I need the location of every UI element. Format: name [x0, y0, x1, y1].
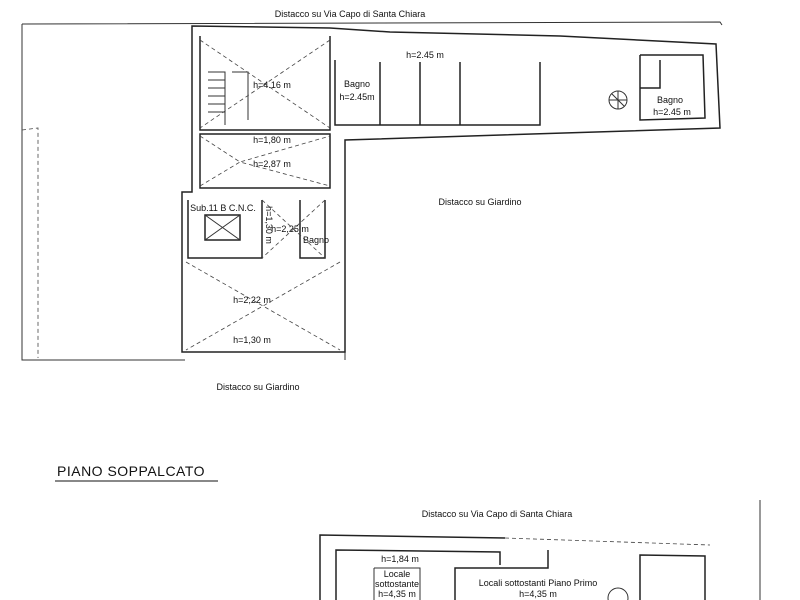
- corridor-height: h=2.45 m: [406, 50, 444, 60]
- locali-label: Locali sottostanti Piano Primo: [479, 578, 598, 588]
- bath1-height: h=2.45m: [339, 92, 374, 102]
- main-room-height: h=2,22 m: [233, 295, 271, 305]
- street-label-top: Distacco su Via Capo di Santa Chiara: [275, 9, 425, 19]
- section-title: PIANO SOPPALCATO: [57, 463, 205, 479]
- bath2-height: h=2.45 m: [653, 107, 691, 117]
- site-boundary: [21, 21, 723, 361]
- garden-label-bottom: Distacco su Giardino: [216, 382, 299, 392]
- ceiling-diagonals: [185, 39, 341, 351]
- locale-line1: Locale: [384, 569, 411, 579]
- sub-label: Sub.11 B C.N.C.: [190, 203, 256, 213]
- stair-room-height: h=4.16 m: [253, 80, 291, 90]
- main-room-low-height: h=1,30 m: [233, 335, 271, 345]
- top-plan-walls: [181, 25, 721, 353]
- room2-height: h=2,87 m: [253, 159, 291, 169]
- stair-height: h=1,30 m: [264, 206, 274, 244]
- bath2-label: Bagno: [657, 95, 683, 105]
- bath1-label: Bagno: [344, 79, 370, 89]
- garden-label-right: Distacco su Giardino: [438, 197, 521, 207]
- locale-height: h=4,35 m: [378, 589, 416, 599]
- street-label-bottom: Distacco su Via Capo di Santa Chiara: [422, 509, 572, 519]
- bath3-label: Bagno: [303, 235, 329, 245]
- room-height-bottom: h=1,84 m: [381, 554, 419, 564]
- passage-height: h=1,80 m: [253, 135, 291, 145]
- locale-line2: sottostante: [375, 579, 419, 589]
- locali-height: h=4,35 m: [519, 589, 557, 599]
- bottom-plan-walls: [319, 500, 761, 600]
- room3-height: h=2,25 m: [271, 224, 309, 234]
